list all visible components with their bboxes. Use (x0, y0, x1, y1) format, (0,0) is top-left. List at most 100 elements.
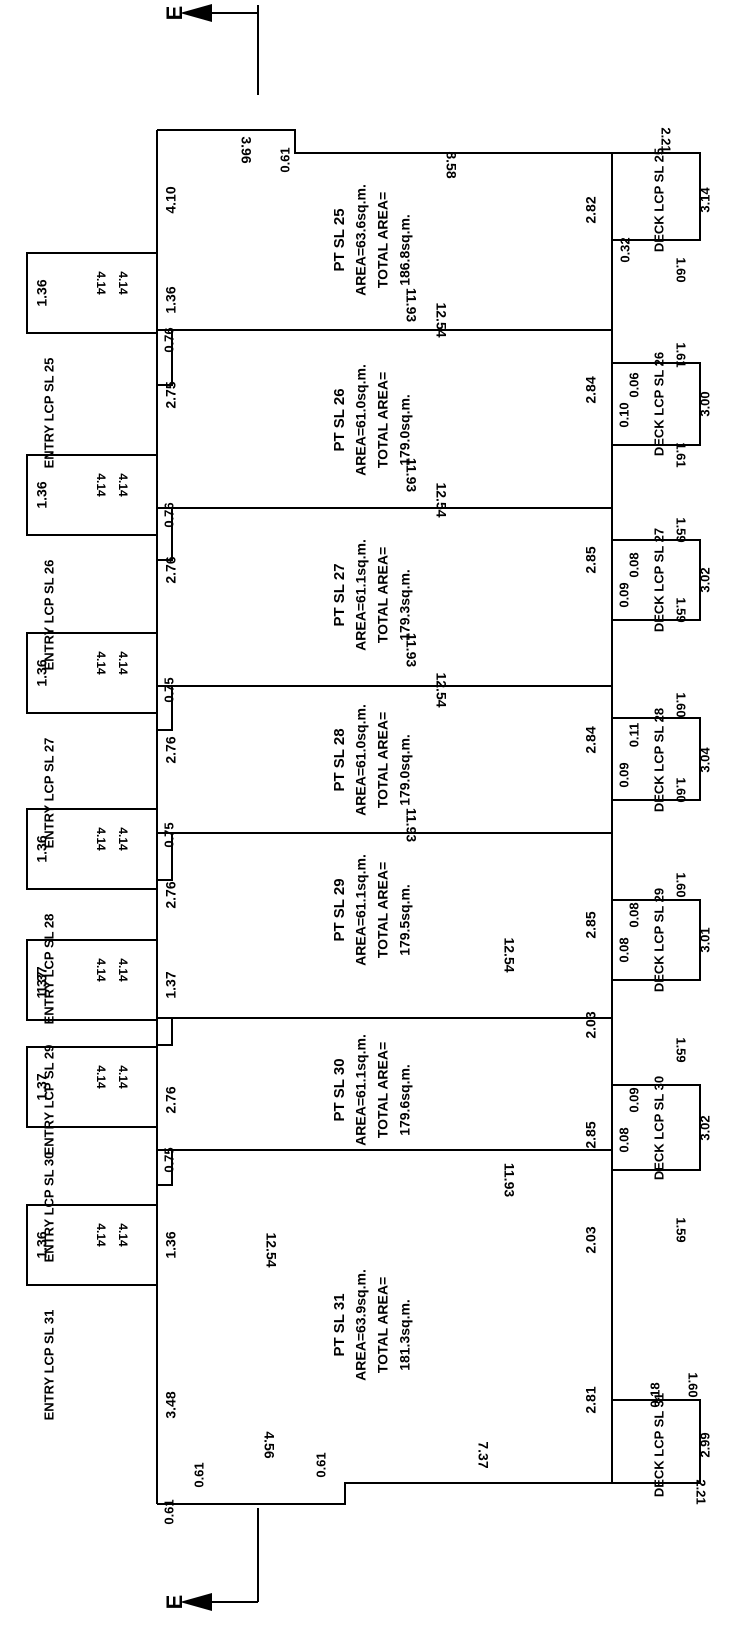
pt-label-30: PT SL 30 (331, 1058, 348, 1121)
entry-width-29: 1.37 (34, 966, 50, 993)
area-29: AREA=61.1sq.m. (353, 854, 369, 966)
total-value-25: 186.8sq.m. (397, 214, 413, 286)
dim-159-d: 1.59 (674, 517, 689, 542)
dim-160-e: 1.60 (674, 257, 689, 282)
dim-011: 0.11 (626, 723, 641, 748)
dim-076-a: 0.76 (161, 502, 176, 527)
deck-width-28: 3.04 (697, 747, 712, 773)
total-label-26: TOTAL AREA= (375, 372, 391, 468)
dim-410: 4.10 (163, 186, 179, 213)
dim-276-d: 2.76 (163, 556, 179, 583)
dim-221-bottom: 2.21 (694, 1479, 709, 1504)
dim-008-a: 0.08 (626, 552, 641, 577)
dim-221-top: 2.21 (659, 127, 674, 152)
entry-depth-b-30: 4.14 (116, 1065, 130, 1089)
dim-008-d: 0.08 (616, 1127, 631, 1152)
dim-1254-d: 12.54 (433, 482, 449, 517)
dim-282: 2.82 (583, 196, 599, 223)
dim-858: 8.58 (443, 151, 459, 178)
entry-width-25: 1.36 (34, 279, 50, 306)
area-28: AREA=61.0sq.m. (353, 704, 369, 816)
dim-348: 3.48 (163, 1391, 179, 1418)
deck-label-27: DECK LCP SL 27 (651, 528, 666, 632)
dim-137-b: 1.37 (163, 971, 179, 998)
dim-1193-b: 11.93 (403, 808, 419, 842)
deck-label-26: DECK LCP SL 26 (651, 352, 666, 456)
area-30: AREA=61.1sq.m. (353, 1034, 369, 1146)
deck-label-30: DECK LCP SL 30 (651, 1076, 666, 1180)
deck-boxes (612, 152, 701, 1484)
total-label-25: TOTAL AREA= (375, 192, 391, 288)
dim-1193-c: 11.93 (403, 633, 419, 667)
pt-label-25: PT SL 25 (331, 208, 348, 271)
entry-depth-b-29: 4.14 (116, 958, 130, 982)
dim-008-c: 0.08 (616, 937, 631, 962)
section-marker-letter-bottom: E (162, 1595, 187, 1610)
deck-label-28: DECK LCP SL 28 (651, 708, 666, 812)
dim-061-bottom: 0.61 (161, 1499, 176, 1524)
dim-010: 0.10 (616, 402, 631, 427)
deck-width-26: 3.00 (697, 391, 712, 416)
total-value-26: 179.0sq.m. (397, 394, 413, 466)
total-label-31: TOTAL AREA= (375, 1277, 391, 1373)
pt-label-31: PT SL 31 (331, 1293, 348, 1356)
total-value-27: 179.3sq.m. (397, 569, 413, 641)
total-value-31: 181.3sq.m. (397, 1299, 413, 1371)
dim-161-b: 1.61 (674, 342, 689, 367)
total-label-28: TOTAL AREA= (375, 712, 391, 808)
entry-depth-29: 4.14 (94, 958, 108, 982)
dim-275: 2.75 (163, 381, 179, 408)
section-marker-bottom: E (162, 1508, 259, 1611)
dim-1193-e: 11.93 (403, 288, 419, 322)
entry-depth-b-31: 4.14 (116, 1223, 130, 1247)
dim-136-b: 1.36 (163, 286, 179, 313)
dim-075-c: 0.75 (161, 677, 176, 702)
section-marker-letter-top: E (162, 6, 187, 21)
total-value-29: 179.5sq.m. (397, 884, 413, 956)
dim-159-a: 1.59 (674, 1217, 689, 1242)
dim-061-b: 0.61 (313, 1452, 328, 1477)
entry-width-26: 1.36 (34, 481, 50, 508)
deck-width-31: 2.99 (697, 1432, 712, 1457)
total-label-29: TOTAL AREA= (375, 862, 391, 958)
dim-1193-d: 11.93 (403, 458, 419, 492)
dim-160-c: 1.60 (674, 777, 689, 802)
entry-label-26: ENTRY LCP SL 26 (41, 560, 56, 671)
dim-009-a: 0.09 (616, 582, 631, 607)
entry-width-31: 1.36 (34, 1231, 50, 1258)
entry-width-28: 1.36 (34, 835, 50, 862)
pt-label-27: PT SL 27 (331, 563, 348, 626)
dim-136-a: 1.36 (163, 1231, 179, 1258)
entry-label-27: ENTRY LCP SL 27 (41, 738, 56, 849)
dim-009-b: 0.09 (616, 762, 631, 787)
deck-label-25: DECK LCP SL 25 (651, 148, 666, 252)
entry-depth-27: 4.14 (94, 651, 108, 675)
dim-159-b: 1.59 (674, 1037, 689, 1062)
plan-labels: ENTRY LCP SL 31 1.36 4.14 4.14 PT SL 31 AREA=… (34, 127, 713, 1524)
dim-018: 0.18 (647, 1382, 662, 1407)
entry-label-25: ENTRY LCP SL 25 (41, 358, 56, 469)
dim-284-a: 2.84 (583, 726, 599, 753)
area-25: AREA=63.6sq.m. (353, 184, 369, 296)
dim-276-b: 2.76 (163, 881, 179, 908)
entry-label-31: ENTRY LCP SL 31 (41, 1310, 56, 1421)
dim-284-b: 2.84 (583, 376, 599, 403)
total-value-30: 179.6sq.m. (397, 1064, 413, 1136)
dim-032: 0.32 (617, 237, 632, 262)
deck-width-30: 3.02 (697, 1115, 712, 1140)
dim-137-a: 1.37 (34, 971, 50, 998)
dim-396: 3.96 (238, 136, 254, 163)
entry-label-29: ENTRY LCP SL 29 (41, 1045, 56, 1156)
total-value-28: 179.0sq.m. (397, 734, 413, 806)
entry-width-27: 1.36 (34, 659, 50, 686)
dim-1193-a: 11.93 (501, 1163, 517, 1197)
entry-depth-26: 4.14 (94, 473, 108, 497)
total-label-30: TOTAL AREA= (375, 1042, 391, 1138)
entry-depth-30: 4.14 (94, 1065, 108, 1089)
entry-boxes (26, 252, 158, 1286)
dim-159-c: 1.59 (674, 597, 689, 622)
dim-006: 0.06 (626, 372, 641, 397)
entry-depth-b-27: 4.14 (116, 651, 130, 675)
dim-203-a: 2.03 (583, 1226, 599, 1253)
